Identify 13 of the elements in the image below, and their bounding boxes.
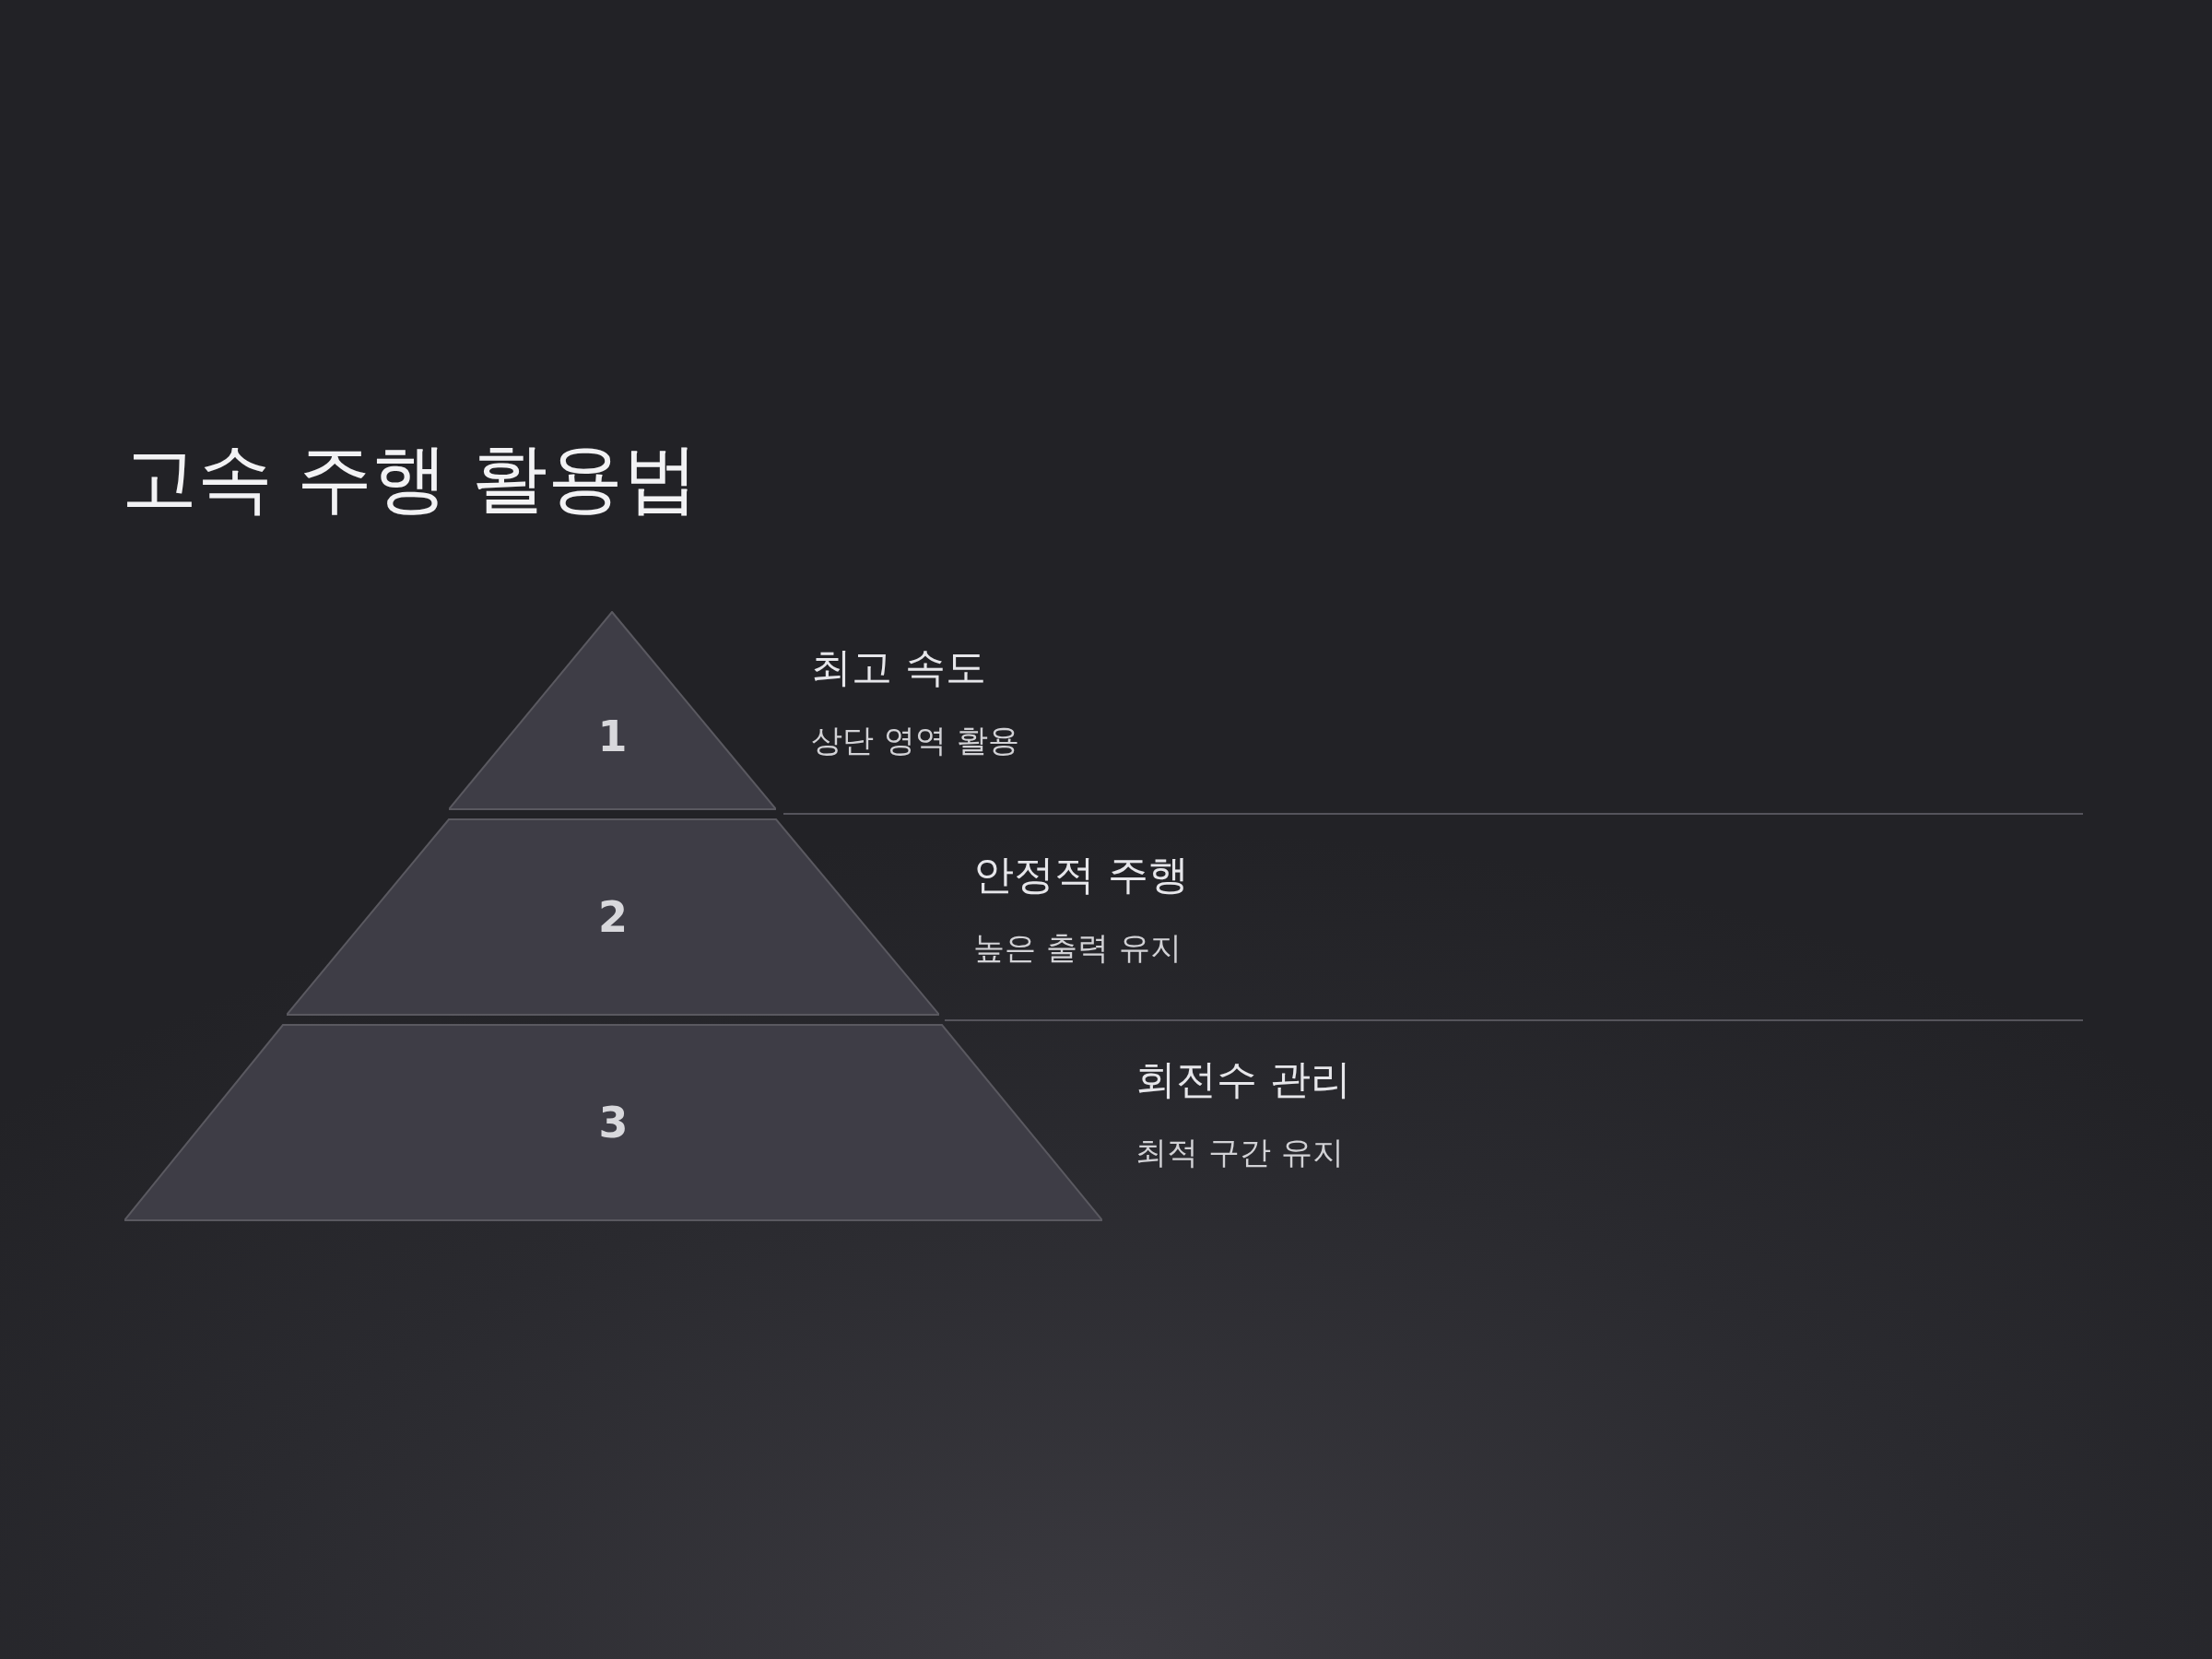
layer-heading: 안정적 주행 [973, 853, 1189, 898]
layer-description: 최적 구간 유지 [1135, 1135, 1344, 1171]
layer-number: 3 [597, 1101, 629, 1144]
layer-number: 2 [597, 896, 629, 938]
layer-description: 상단 영역 활용 [811, 724, 1019, 759]
pyramid-layer [449, 611, 776, 810]
layer-heading: 최고 속도 [811, 645, 986, 690]
slide-title: 고속 주행 활용법 [122, 437, 700, 521]
layer-number: 1 [596, 715, 629, 758]
pyramid-layer [287, 818, 939, 1016]
pyramid-layer [124, 1024, 1102, 1221]
layer-heading: 회전수 관리 [1135, 1057, 1351, 1102]
layer-description: 높은 출력 유지 [973, 931, 1182, 966]
